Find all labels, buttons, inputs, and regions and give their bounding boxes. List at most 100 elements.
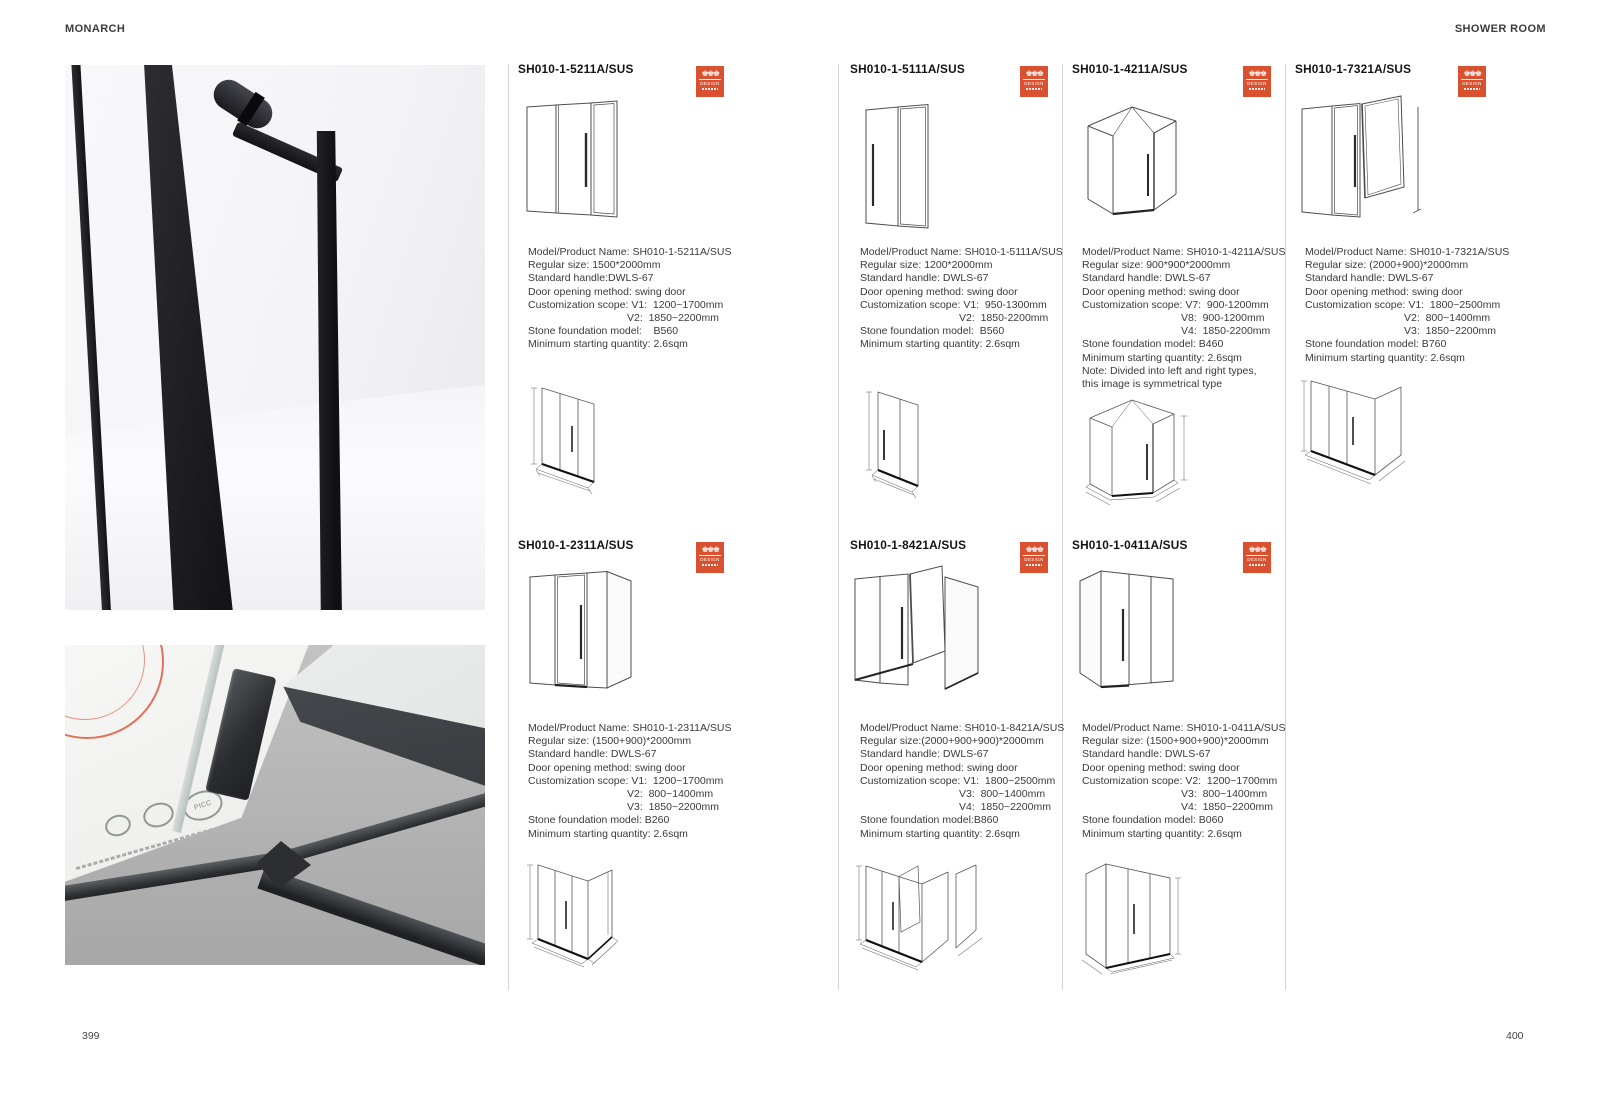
certification-mark xyxy=(140,798,177,832)
spec-value: swing door xyxy=(966,761,1018,774)
product-illustration xyxy=(1087,106,1177,216)
product-illustration xyxy=(1079,570,1174,689)
spec-value: (2000+900)*2000mm xyxy=(1369,259,1469,272)
design-award-badge: ♚♚♚ DESIGN xyxy=(1458,66,1486,97)
crown-icons: ♚♚♚ xyxy=(701,545,720,554)
spec-stone: Stone foundation model: B560 xyxy=(860,325,1063,338)
spec-value: swing door xyxy=(1411,285,1463,298)
spec-label: Minimum starting quantity: xyxy=(1305,351,1428,364)
spec-label: Regular size: xyxy=(1082,259,1144,272)
spec-value: B460 xyxy=(1198,338,1224,351)
column-divider xyxy=(508,64,509,990)
spec-model: Model/Product Name: SH010-1-0411A/SUS xyxy=(1082,722,1286,735)
spec-label: Stone foundation model: xyxy=(1082,814,1196,827)
badge-fine-print xyxy=(1025,564,1043,566)
spec-list: Model/Product Name: SH010-1-2311A/SUS Re… xyxy=(528,722,732,841)
page-number-right: 400 xyxy=(1506,1030,1524,1042)
spec-label: Regular size: xyxy=(1082,735,1144,748)
spec-label: Model/Product Name: xyxy=(1305,246,1407,258)
spec-label: Stone foundation model: xyxy=(528,325,642,338)
design-award-badge: ♚♚♚ DESIGN xyxy=(1020,542,1048,573)
spec-value: swing door xyxy=(634,761,686,774)
spec-label: Standard handle: xyxy=(1082,748,1162,761)
product-card-sh010-1-0411a: SH010-1-0411A/SUS ♚♚♚ DESIGN Model/Produ… xyxy=(1072,538,1286,975)
badge-label: DESIGN xyxy=(1024,81,1044,87)
spec-value: swing door xyxy=(1188,285,1240,298)
spec-value: B560 xyxy=(979,325,1005,338)
product-title: SH010-1-5111A/SUS xyxy=(850,62,965,76)
product-illustration xyxy=(526,100,618,218)
spec-note: Note: Divided into left and right types, xyxy=(1082,364,1257,377)
spec-scope-line: V3: 1850~2200mm xyxy=(627,801,719,814)
badge-label: DESIGN xyxy=(700,81,720,87)
spec-value: B760 xyxy=(1421,338,1447,351)
spec-moq: Minimum starting quantity: 2.6sqm xyxy=(1305,352,1509,365)
spec-scope-line: V3: 800~1400mm xyxy=(959,788,1046,801)
spec-size: Regular size: (2000+900)*2000mm xyxy=(1305,259,1509,272)
badge-fine-print xyxy=(701,88,719,90)
spec-model: Model/Product Name: SH010-1-8421A/SUS xyxy=(860,722,1064,735)
photo-corner-joint-detail: PICC xyxy=(65,645,485,965)
crown-icons: ♚♚♚ xyxy=(1463,69,1482,78)
dimension-drawing xyxy=(1085,399,1187,506)
spec-value: 1200*2000mm xyxy=(924,259,993,272)
badge-divider xyxy=(1246,79,1268,80)
badge-fine-print xyxy=(1248,564,1266,566)
spec-moq: Minimum starting quantity: 2.6sqm xyxy=(1082,352,1286,365)
spec-value: (1500+900)*2000mm xyxy=(592,735,692,748)
spec-label: Customization scope: xyxy=(860,298,961,311)
spec-size: Regular size: (1500+900)*2000mm xyxy=(528,735,732,748)
spec-label: Standard handle: xyxy=(1082,272,1162,285)
spec-model: Model/Product Name: SH010-1-5211A/SUS xyxy=(528,246,732,259)
crown-icons: ♚♚♚ xyxy=(1248,545,1267,554)
spec-label: Minimum starting quantity: xyxy=(860,827,983,840)
design-award-badge: ♚♚♚ DESIGN xyxy=(1243,66,1271,97)
design-award-badge: ♚♚♚ DESIGN xyxy=(1243,542,1271,573)
section-title: SHOWER ROOM xyxy=(1454,23,1546,35)
spec-value: SH010-1-2311A/SUS xyxy=(632,722,732,734)
photo-floor xyxy=(65,384,485,610)
spec-value: DWLS-67 xyxy=(1164,748,1211,761)
spec-size: Regular size: (1500+900+900)*2000mm xyxy=(1082,735,1286,748)
spec-value: (1500+900+900)*2000mm xyxy=(1146,735,1269,748)
badge-divider xyxy=(1023,79,1045,80)
product-title: SH010-1-5211A/SUS xyxy=(518,62,634,76)
spec-label: Standard handle: xyxy=(860,748,940,761)
spec-label: Regular size: xyxy=(528,735,590,748)
spec-label: Stone foundation model: xyxy=(528,814,642,827)
spec-label: Regular size: xyxy=(1305,259,1367,272)
spec-value: 2.6sqm xyxy=(985,338,1020,351)
spec-label: Model/Product Name: xyxy=(528,246,630,258)
spec-label: Model/Product Name: xyxy=(860,246,962,258)
spec-size: Regular size: 1500*2000mm xyxy=(528,259,732,272)
column-divider xyxy=(1062,64,1063,990)
spec-list: Model/Product Name: SH010-1-5111A/SUS Re… xyxy=(860,246,1063,352)
spec-value: 2.6sqm xyxy=(653,827,688,840)
spec-label: Stone foundation model: xyxy=(1082,338,1196,351)
spec-model: Model/Product Name: SH010-1-7321A/SUS xyxy=(1305,246,1509,259)
spec-model: Model/Product Name: SH010-1-4211A/SUS xyxy=(1082,246,1286,259)
spec-value: B560 xyxy=(653,325,679,338)
spec-scope-line: V2: 800~1400mm xyxy=(627,788,714,801)
spec-handle: Standard handle: DWLS-67 xyxy=(1082,272,1286,285)
spec-label: Customization scope: xyxy=(1082,298,1183,311)
spec-scope-line: V3: 800~1400mm xyxy=(1181,788,1268,801)
spec-note: this image is symmetrical type xyxy=(1082,378,1223,391)
spec-scope-line: V3: 1850~2200mm xyxy=(1404,325,1496,338)
spec-label: Minimum starting quantity: xyxy=(528,338,651,351)
spec-value: SH010-1-5211A/SUS xyxy=(632,246,732,258)
certification-mark xyxy=(102,811,134,840)
spec-door: Door opening method: swing door xyxy=(860,286,1063,299)
spec-value: SH010-1-0411A/SUS xyxy=(1186,722,1286,734)
photo-handle-detail xyxy=(65,65,485,610)
dimension-drawing xyxy=(866,391,919,499)
spec-size: Regular size: 900*900*2000mm xyxy=(1082,259,1286,272)
badge-divider xyxy=(699,79,721,80)
dimension-drawing xyxy=(856,864,983,971)
spec-value: B860 xyxy=(973,814,999,827)
spec-value: DWLS-67 xyxy=(942,272,989,285)
spec-value: 1500*2000mm xyxy=(592,259,661,272)
spec-list: Model/Product Name: SH010-1-0411A/SUS Re… xyxy=(1082,722,1286,841)
spec-label: Customization scope: xyxy=(860,774,961,787)
spec-model: Model/Product Name: SH010-1-5111A/SUS xyxy=(860,246,1063,259)
